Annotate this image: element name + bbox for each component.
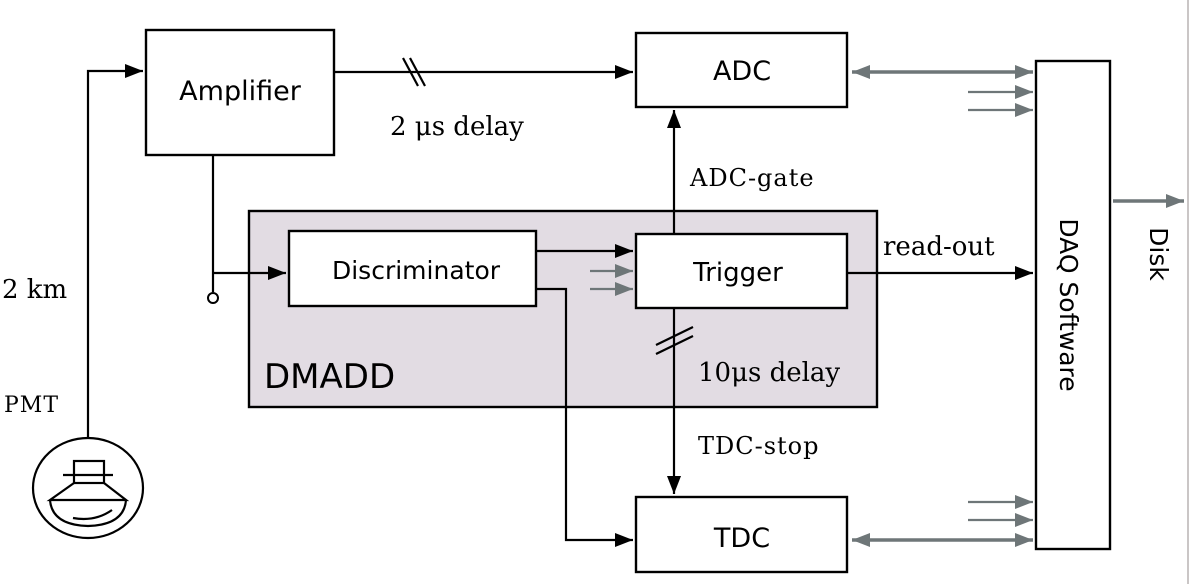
amplifier-label: Amplifier (179, 76, 302, 107)
adc-label: ADC (713, 56, 771, 87)
adc-gate-label: ADC-gate (689, 164, 815, 192)
daq-software-label: DAQ Software (1054, 218, 1083, 391)
delay-break-mark (655, 326, 694, 346)
pmt-label: PMT (4, 393, 59, 418)
read-out-label: read-out (883, 232, 995, 262)
dmadd-label: DMADD (264, 357, 395, 397)
amp-delay-label: 2 μs delay (390, 112, 524, 142)
delay-break-mark (409, 57, 426, 87)
disc-to-tdc-wire (536, 287, 633, 547)
pmt-cable-wire (86, 64, 143, 437)
tdc-label: TDC (713, 523, 770, 554)
delay-break-mark (655, 335, 694, 355)
tdc-block (634, 495, 849, 574)
delay-break-mark (402, 57, 419, 87)
trigger-delay-label: 10μs delay (698, 358, 840, 388)
daq-software-block (1034, 59, 1112, 551)
tdc-stop-label: TDC-stop (698, 432, 820, 460)
amplifier-block (144, 28, 336, 157)
cable-length-label: 2 km (2, 275, 67, 305)
disk-label: Disk (1144, 227, 1173, 281)
test-point-icon (207, 292, 219, 304)
discriminator-label: Discriminator (332, 256, 501, 285)
trigger-label: Trigger (692, 258, 783, 288)
discriminator-block (287, 229, 538, 308)
adc-block (634, 31, 849, 109)
trigger-block (634, 232, 849, 310)
pmt-icon (31, 436, 145, 540)
